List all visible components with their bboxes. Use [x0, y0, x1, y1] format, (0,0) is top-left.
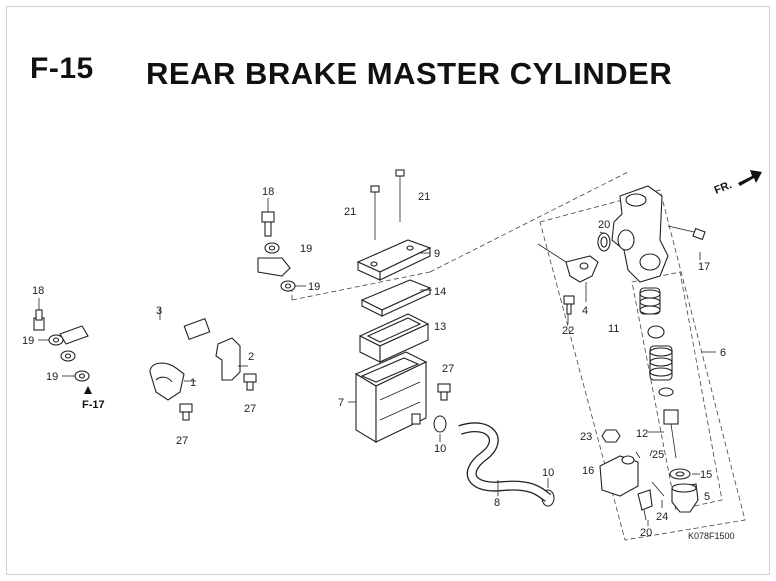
- dust-boot: [671, 483, 699, 513]
- joint-pin: [635, 451, 641, 459]
- label-part-15: 15: [700, 469, 712, 481]
- label-part-17: 17: [698, 261, 710, 273]
- o-ring: [597, 232, 611, 252]
- label-part-11: 11: [608, 323, 619, 335]
- label-part-23: 23: [580, 431, 592, 443]
- label-part-27-c: 27: [442, 363, 454, 375]
- brake-hose: [59, 257, 291, 345]
- label-part-9: 9: [434, 248, 440, 260]
- joint-pin-lower: [637, 489, 653, 521]
- label-part-18-a: 18: [32, 285, 44, 297]
- label-part-10-a: 10: [434, 443, 446, 455]
- direction-label: FR.: [713, 179, 734, 197]
- label-part-27-b: 27: [244, 403, 256, 415]
- rod-washer: [669, 468, 691, 480]
- label-part-20-b: 20: [640, 527, 652, 539]
- label-part-13: 13: [434, 321, 446, 333]
- front-direction-arrow: FR.: [713, 170, 762, 197]
- cylinder-boundary: [631, 271, 723, 511]
- label-part-2: 2: [248, 351, 254, 363]
- label-part-21-a: 21: [344, 206, 356, 218]
- label-part-19-c: 19: [300, 243, 312, 255]
- label-part-1: 1: [190, 377, 196, 389]
- piston-set: [639, 287, 674, 397]
- arrow-shape: [738, 170, 762, 186]
- label-part-22: 22: [562, 325, 574, 337]
- label-part-27-a: 27: [176, 435, 188, 447]
- reservoir-cap: [356, 239, 432, 281]
- cap-screws: [370, 169, 405, 240]
- label-part-14: 14: [434, 286, 446, 298]
- label-part-19-a: 19: [22, 335, 34, 347]
- label-part-24: 24: [656, 511, 668, 523]
- label-part-5: 5: [704, 491, 710, 503]
- label-part-21-b: 21: [418, 191, 430, 203]
- sealing-washers: [38, 242, 306, 382]
- page-frame: [6, 6, 770, 575]
- assembly-boundary-top: [291, 171, 629, 301]
- label-part-19-b: 19: [46, 371, 58, 383]
- cotter-pin: [651, 481, 665, 497]
- label-part-25: 25: [652, 449, 664, 461]
- reservoir-hose: [458, 422, 552, 502]
- label-part-10-b: 10: [542, 467, 554, 479]
- reference-code: K078F1500: [688, 531, 735, 541]
- label-part-3: 3: [156, 305, 162, 317]
- label-part-18-b: 18: [262, 186, 274, 198]
- label-part-6: 6: [720, 347, 726, 359]
- hose-clamp: [149, 362, 196, 401]
- label-part-16: 16: [582, 465, 594, 477]
- label-part-12: 12: [636, 428, 648, 440]
- label-part-7: 7: [338, 397, 344, 409]
- push-rod: [648, 409, 679, 459]
- push-rod-joint: [599, 455, 639, 497]
- bolt-18-left: [33, 298, 45, 331]
- page-title: REAR BRAKE MASTER CYLINDER: [146, 56, 673, 91]
- joint-screw: [563, 295, 575, 315]
- reservoir-diaphragm: [358, 313, 430, 363]
- label-part-4: 4: [582, 305, 588, 317]
- hose-stay: [215, 337, 241, 381]
- hose-joint: [537, 243, 599, 283]
- leader-lines: [159, 231, 716, 526]
- label-part-20-a: 20: [598, 219, 610, 231]
- cross-reference-arrow: [84, 386, 92, 394]
- master-cylinder-body: [611, 185, 706, 283]
- fluid-reservoir: [354, 351, 428, 443]
- part-labels: 1 2 3 4 5 6 7 8 9 10 10 11 12 13 14 15 1…: [22, 186, 726, 539]
- label-part-19-d: 19: [308, 281, 320, 293]
- cross-reference-label: F-17: [82, 399, 105, 411]
- diaphragm-plate: [360, 279, 432, 317]
- section-code: F-15: [30, 52, 94, 85]
- bolt-18-top: [261, 198, 275, 237]
- lock-nut: [601, 429, 621, 443]
- flange-bolts: [179, 373, 451, 421]
- label-part-8: 8: [494, 497, 500, 509]
